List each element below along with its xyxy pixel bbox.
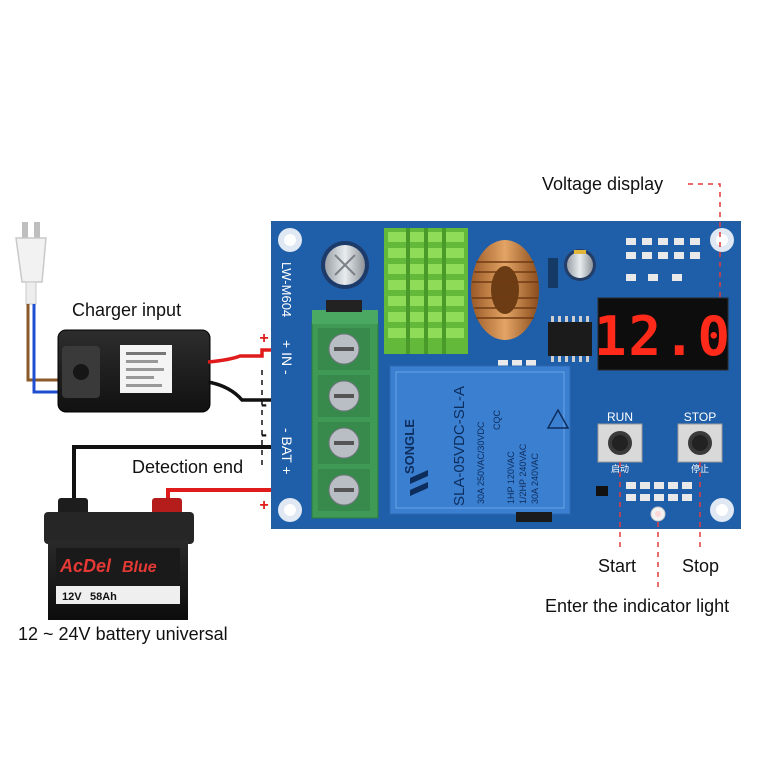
- warning-triangle-icon: [546, 408, 570, 429]
- terminal-screw-4: [318, 469, 370, 511]
- terminal-screw-3: [318, 422, 370, 464]
- charger-wire-red: [207, 348, 300, 364]
- smd-resistors-mid: [498, 360, 536, 367]
- stop-silk-label: STOP: [684, 410, 716, 424]
- indicator-led: [650, 506, 666, 522]
- callout-indicator-light: Enter the indicator light: [545, 596, 730, 616]
- board-bat-label: - BAT +: [279, 428, 295, 475]
- smd-resistors-bottom: [626, 482, 692, 501]
- ic-chip: [548, 316, 592, 362]
- smd-part-bottom: [516, 512, 552, 522]
- zener-diode: [548, 258, 558, 288]
- cord-blue: [32, 304, 62, 394]
- stop-silk-cn: 停止: [691, 463, 709, 474]
- plug-prong-left: [22, 222, 28, 238]
- toroid-inductor: [471, 240, 539, 340]
- callout-leaders: [619, 183, 721, 590]
- callout-battery-universal: 12 ~ 24V battery universal: [18, 624, 228, 644]
- callout-stop: Stop: [682, 556, 720, 576]
- charger: [57, 329, 211, 413]
- charger-wire-black: [207, 380, 300, 402]
- callout-charger-input: Charger input: [72, 300, 182, 320]
- battery-spec-ah: 58Ah: [90, 591, 117, 603]
- screw-terminal-block: [311, 310, 379, 519]
- mounting-holes: [278, 228, 734, 522]
- callout-voltage-display: Voltage display: [542, 174, 664, 194]
- relay-cert: CQC: [492, 410, 502, 431]
- plug-body: [15, 237, 47, 283]
- plug-prong-right: [34, 222, 40, 238]
- relay-rating-1: 30A 250VAC/30VDC: [476, 421, 486, 504]
- battery-lid: [44, 512, 194, 544]
- bat-plus-marker: +: [259, 497, 268, 514]
- car-battery: AcDel Blue 12V 58Ah: [44, 498, 194, 620]
- display-reading: 12.0: [594, 305, 732, 368]
- capacitor-left: [321, 241, 369, 289]
- battery-brand-1: AcDel: [59, 556, 112, 576]
- plug-neck: [25, 281, 37, 305]
- battery-brand-2: Blue: [122, 559, 157, 576]
- relay: SONGLE SLA-05VDC-SL-A 30A 250VAC/30VDC 1…: [389, 365, 571, 515]
- charger-knob: [73, 364, 89, 380]
- callout-start: Start: [598, 556, 637, 576]
- battery-wire-black: [72, 445, 300, 508]
- relay-brand: SONGLE: [402, 419, 417, 474]
- transistor-smd: [596, 486, 608, 496]
- pcb-board: LW-M604 + IN - - BAT +: [271, 221, 741, 529]
- battery-spec-volt: 12V: [62, 591, 82, 603]
- relay-rating-3: 1/2HP 240VAC: [518, 443, 528, 504]
- terminal-screw-2: [318, 375, 370, 417]
- songle-logo-icon: [410, 470, 428, 496]
- relay-rating-2: 1HP 120VAC: [506, 451, 516, 504]
- stop-button-part: [677, 423, 723, 463]
- callout-detection-end: Detection end: [132, 457, 244, 477]
- run-silk-cn: 启动: [611, 463, 629, 474]
- capacitor-small: [564, 249, 596, 281]
- leader-voltage-display: [688, 183, 721, 298]
- in-plus-marker: +: [259, 330, 268, 347]
- cord-brown: [26, 304, 62, 382]
- bat-minus-marker: -: [261, 424, 267, 444]
- relay-model: SLA-05VDC-SL-A: [451, 386, 468, 506]
- diode-smd: [326, 300, 362, 312]
- power-plug: [15, 222, 47, 305]
- run-button-part: [597, 423, 643, 463]
- run-silk-label: RUN: [607, 410, 633, 424]
- board-in-label: + IN -: [279, 340, 295, 375]
- terminal-screw-1: [318, 328, 370, 370]
- heatsink: [384, 228, 468, 354]
- relay-rating-4: 30A 240VAC: [530, 453, 540, 504]
- voltage-display: 12.0: [594, 297, 732, 371]
- in-minus-marker: -: [261, 394, 267, 414]
- board-model-label: LW-M604: [279, 262, 294, 317]
- smd-resistors-top: [626, 238, 700, 281]
